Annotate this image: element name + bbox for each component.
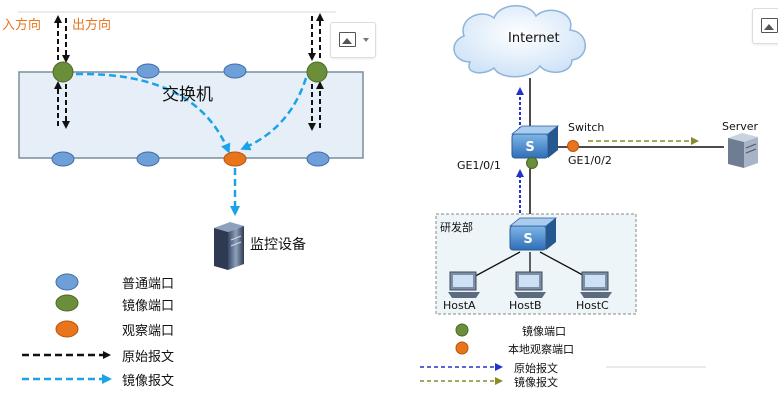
normal-port [223, 63, 247, 79]
legend-original-packet-label-right: 原始报文 [514, 362, 558, 375]
image-insert-button[interactable] [330, 22, 376, 58]
legend-mirror-port-label: 镜像端口 [122, 299, 175, 314]
server-name-label: Server [722, 120, 759, 133]
svg-text:S: S [523, 232, 532, 247]
local-observe-port [567, 140, 579, 152]
server-icon [728, 133, 758, 168]
legend-original-packet-label: 原始报文 [122, 350, 175, 365]
image-insert-icon [339, 32, 356, 47]
switch-icon: S [510, 125, 560, 159]
normal-port [136, 63, 160, 79]
pc-icon [514, 271, 546, 298]
legend-mirror-port-label-right: 镜像端口 [522, 325, 566, 338]
legend-mirror-packet-label-right: 镜像报文 [514, 376, 558, 389]
normal-port [136, 151, 160, 167]
left-diagram [18, 11, 364, 384]
port-ge101-label: GE1/0/1 [457, 159, 501, 172]
monitor-device-label: 监控设备 [250, 237, 306, 253]
mirror-traffic-arrows [75, 72, 308, 216]
port-ge102-label: GE1/0/2 [568, 154, 612, 167]
svg-text:S: S [525, 140, 534, 155]
left-legend-shapes [22, 273, 112, 384]
out-direction-label: 出方向 [72, 18, 112, 33]
chevron-down-icon [363, 38, 369, 42]
legend-observe-port [55, 320, 79, 338]
mirror-port [52, 61, 74, 83]
pc-icon [580, 271, 612, 298]
right-legend-shapes [420, 323, 503, 385]
mirror-port [306, 61, 328, 83]
image-insert-icon [761, 18, 778, 33]
legend-normal-port-label: 普通端口 [122, 277, 175, 292]
switch-label: 交换机 [162, 85, 213, 105]
legend-mirror-port [55, 294, 79, 312]
normal-port [306, 151, 330, 167]
legend-observe-port-label: 观察端口 [122, 324, 175, 339]
in-direction-label: 入方向 [2, 18, 42, 33]
host-b-label: HostB [509, 299, 542, 312]
mirror-port [526, 157, 538, 169]
switch-name-label: Switch [568, 121, 605, 134]
pc-icon [448, 271, 480, 298]
legend-normal-port [55, 273, 79, 291]
switch-box [18, 71, 364, 159]
rd-department-label: 研发部 [440, 221, 473, 234]
cloud-icon [453, 5, 586, 78]
right-diagram: S S [420, 5, 758, 385]
legend-mirror-packet-label: 镜像报文 [122, 374, 175, 389]
host-a-label: HostA [443, 299, 476, 312]
original-traffic-arrows [54, 13, 324, 131]
switch-icon: S [508, 217, 558, 251]
legend-local-observe-port-label: 本地观察端口 [508, 343, 574, 356]
host-c-label: HostC [576, 299, 609, 312]
observe-port [223, 151, 247, 167]
internet-label: Internet [508, 31, 560, 46]
image-insert-button[interactable] [752, 8, 778, 44]
normal-port [51, 151, 75, 167]
server-icon [214, 222, 244, 270]
